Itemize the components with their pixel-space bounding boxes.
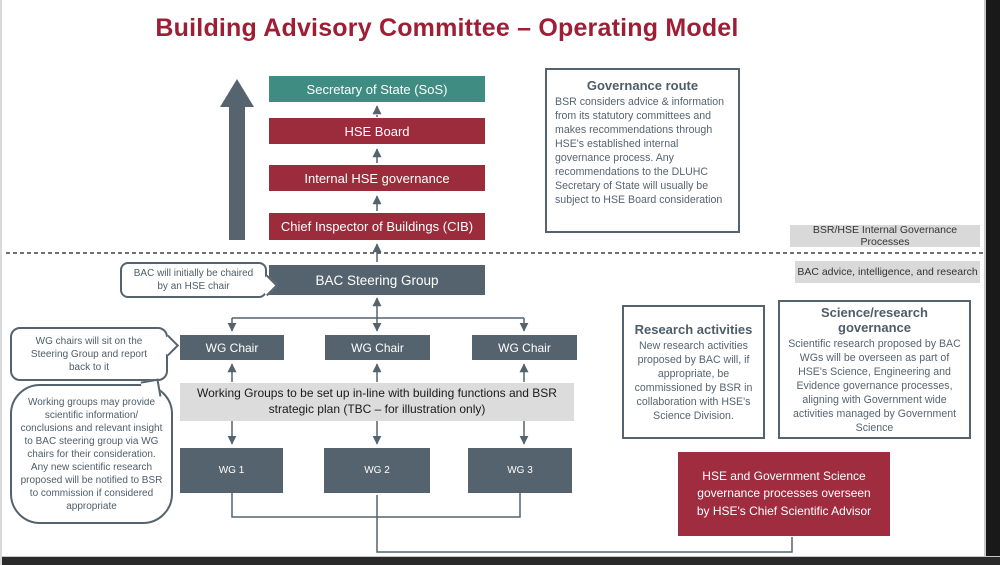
page-title: Building Advisory Committee – Operating …: [155, 14, 739, 42]
governance-route-box: Governance route BSR considers advice & …: [545, 68, 740, 233]
research-activities-box: Research activities New research activit…: [622, 305, 765, 439]
callout-wg-chairs-text: WG chairs will sit on the Steering Group…: [30, 335, 148, 373]
escalation-up-arrow: [220, 79, 254, 240]
callout-working-groups: Working groups may provide scientific in…: [10, 384, 173, 524]
node-wg-2: WG 2: [324, 448, 430, 493]
viewer-right-edge: [984, 0, 1000, 565]
viewer-bottom-bar: [2, 556, 1000, 565]
research-activities-body: New research activities proposed by BAC …: [634, 340, 753, 422]
node-label: Chief Inspector of Buildings (CIB): [280, 219, 474, 234]
lane-label-top-text: BSR/HSE Internal Governance Processes: [812, 224, 958, 248]
callout-wg-chairs: WG chairs will sit on the Steering Group…: [10, 327, 168, 381]
callout-hse-chair: BAC will initially be chaired by an HSE …: [120, 262, 267, 298]
node-label: WG 1: [218, 465, 245, 476]
node-label: WG 3: [507, 465, 533, 476]
node-label: WG Chair: [351, 340, 404, 355]
cso-box: HSE and Government Science governance pr…: [678, 452, 890, 536]
lane-label-bottom: BAC advice, intelligence, and research: [795, 261, 980, 283]
node-wg-chair-1: WG Chair: [180, 335, 284, 360]
node-bac-steering-group: BAC Steering Group: [269, 265, 485, 295]
node-wg-chair-2: WG Chair: [325, 335, 430, 360]
callout-working-groups-pointer: [140, 378, 162, 400]
science-governance-title: Science/research governance: [821, 305, 928, 336]
callout-working-groups-text: Working groups may provide scientific in…: [20, 396, 163, 512]
governance-route-title: Governance route: [586, 78, 699, 93]
node-label: BAC Steering Group: [315, 272, 439, 288]
node-label: WG Chair: [205, 340, 259, 355]
research-activities-title: Research activities: [634, 322, 753, 338]
lane-label-bottom-text: BAC advice, intelligence, and research: [797, 266, 978, 278]
node-label: Internal HSE governance: [304, 170, 450, 186]
cso-box-text: HSE and Government Science governance pr…: [696, 468, 872, 518]
working-groups-band: Working Groups to be set up in-line with…: [180, 383, 574, 421]
governance-route-body: BSR considers advice & information from …: [555, 96, 724, 206]
node-chief-inspector-buildings: Chief Inspector of Buildings (CIB): [269, 213, 485, 240]
node-internal-hse-governance: Internal HSE governance: [269, 165, 485, 191]
node-wg-3: WG 3: [468, 448, 572, 493]
node-wg-chair-3: WG Chair: [472, 335, 577, 360]
node-label: WG Chair: [498, 340, 551, 355]
lane-label-top: BSR/HSE Internal Governance Processes: [790, 224, 980, 248]
science-governance-box: Science/research governance Scientific r…: [778, 300, 971, 439]
working-groups-band-text: Working Groups to be set up in-line with…: [197, 386, 557, 416]
node-hse-board: HSE Board: [269, 118, 485, 144]
node-label: Secretary of State (SoS): [306, 81, 448, 97]
node-label: HSE Board: [344, 123, 410, 139]
science-governance-body: Scientific research proposed by BAC WGs …: [788, 338, 961, 434]
node-label: WG 2: [364, 465, 390, 476]
callout-hse-chair-text: BAC will initially be chaired by an HSE …: [133, 268, 254, 292]
node-wg-1: WG 1: [180, 448, 283, 493]
node-secretary-of-state: Secretary of State (SoS): [269, 76, 485, 102]
